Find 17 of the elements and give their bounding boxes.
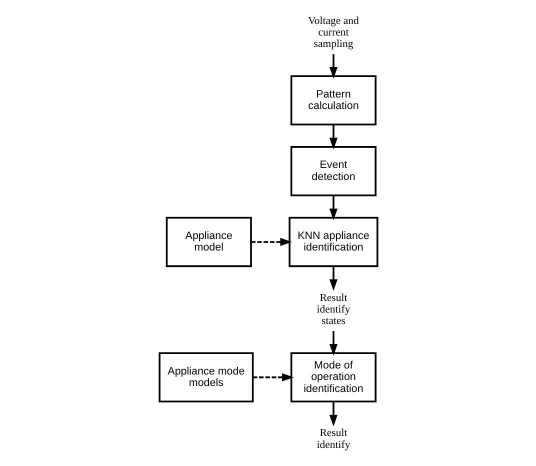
arrow xyxy=(250,238,292,246)
arrow xyxy=(328,124,338,150)
arrow xyxy=(328,331,338,356)
node-box: Mode of operation identification xyxy=(290,352,376,402)
node-box: Appliance model xyxy=(165,216,252,268)
node-box: Appliance mode models xyxy=(158,352,254,402)
node-text: Voltage and current sampling xyxy=(308,14,358,50)
node-box: Pattern calculation xyxy=(290,75,376,126)
arrow xyxy=(328,54,338,79)
node-box: Event detection xyxy=(290,146,376,196)
node-text: Result identify states xyxy=(316,292,350,328)
arrow xyxy=(328,196,338,220)
node-text: Result identify xyxy=(316,427,350,451)
arrow xyxy=(328,402,338,427)
node-box: KNN appliance identification xyxy=(288,216,378,268)
arrow xyxy=(252,373,294,382)
arrow xyxy=(328,266,338,291)
